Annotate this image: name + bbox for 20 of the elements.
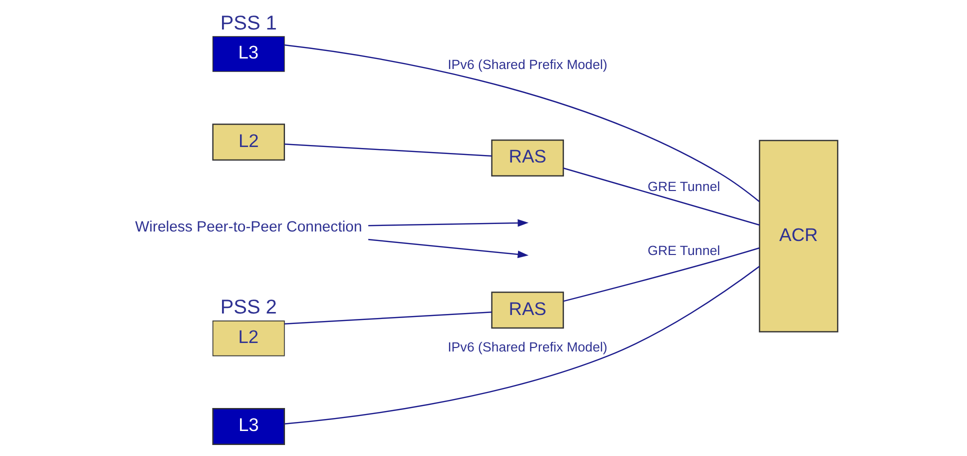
node-box: ACR	[758, 140, 838, 332]
node-text: Wireless Peer-to-Peer Connection	[135, 218, 362, 236]
node-label: PSS 1	[220, 12, 277, 34]
node-box: RAS	[491, 139, 564, 176]
connector	[284, 311, 492, 325]
arrow	[368, 219, 529, 227]
connector	[563, 168, 760, 226]
connector	[284, 266, 760, 424]
node-box: L3	[212, 408, 285, 445]
arrow	[368, 238, 529, 258]
connector	[284, 144, 492, 157]
node-box: RAS	[491, 292, 564, 329]
edge-label: IPv6 (Shared Prefix Model)	[448, 56, 608, 72]
node-label: PSS 2	[220, 296, 277, 319]
edge-label: IPv6 (Shared Prefix Model)	[448, 340, 608, 355]
node-box: L2	[212, 124, 285, 161]
connector	[563, 247, 760, 302]
edge-label: GRE Tunnel	[648, 179, 720, 194]
connector	[284, 44, 760, 202]
edge-label: GRE Tunnel	[648, 243, 720, 258]
